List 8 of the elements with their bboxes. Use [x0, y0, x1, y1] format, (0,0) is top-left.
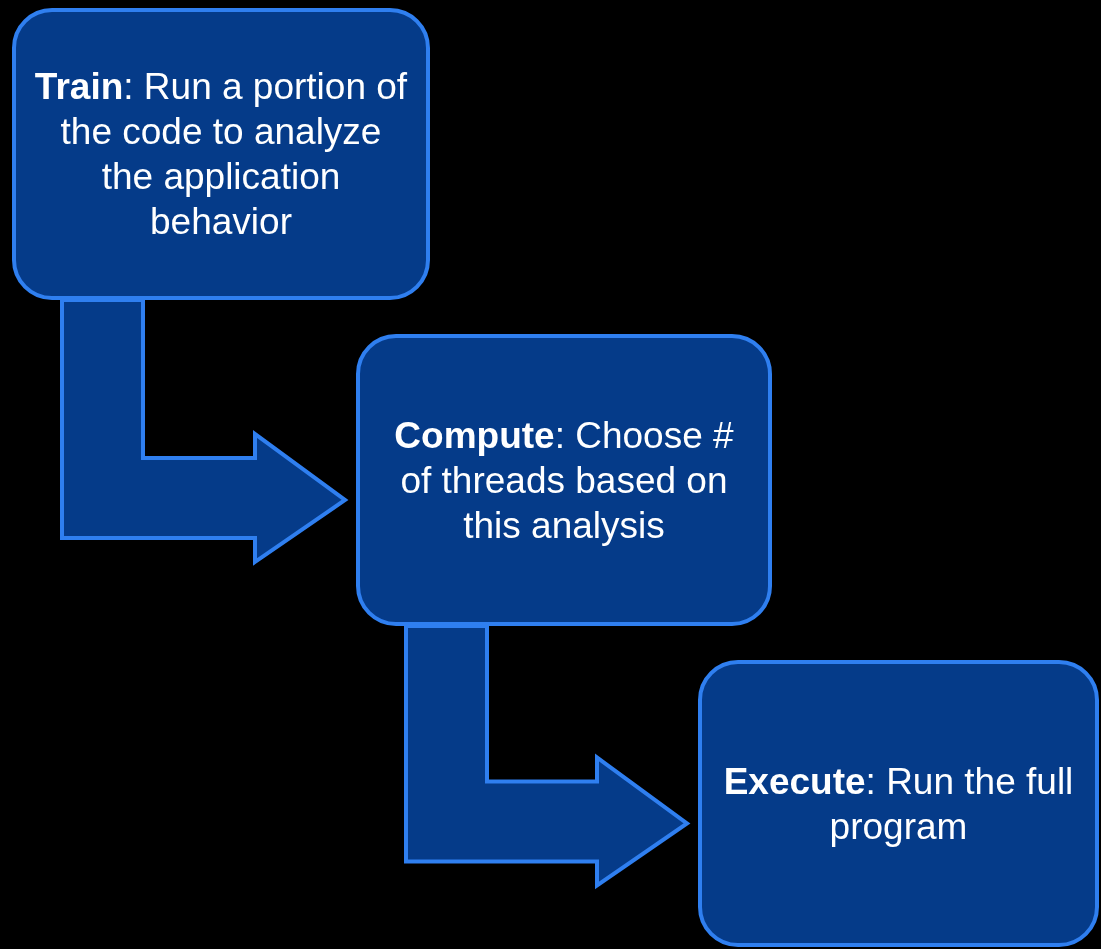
process-box: [356, 334, 772, 626]
box-text: Compute: Choose # of threads based on this analysis: [393, 413, 735, 548]
block-arrow: [60, 298, 349, 566]
box-text: Train: Run a portion of the code to analyze the application behavior: [33, 65, 409, 244]
process-box: [12, 8, 430, 300]
box-text: Execute: Run the full program: [722, 759, 1075, 849]
process-box: [698, 660, 1099, 947]
block-arrow: [404, 624, 691, 890]
